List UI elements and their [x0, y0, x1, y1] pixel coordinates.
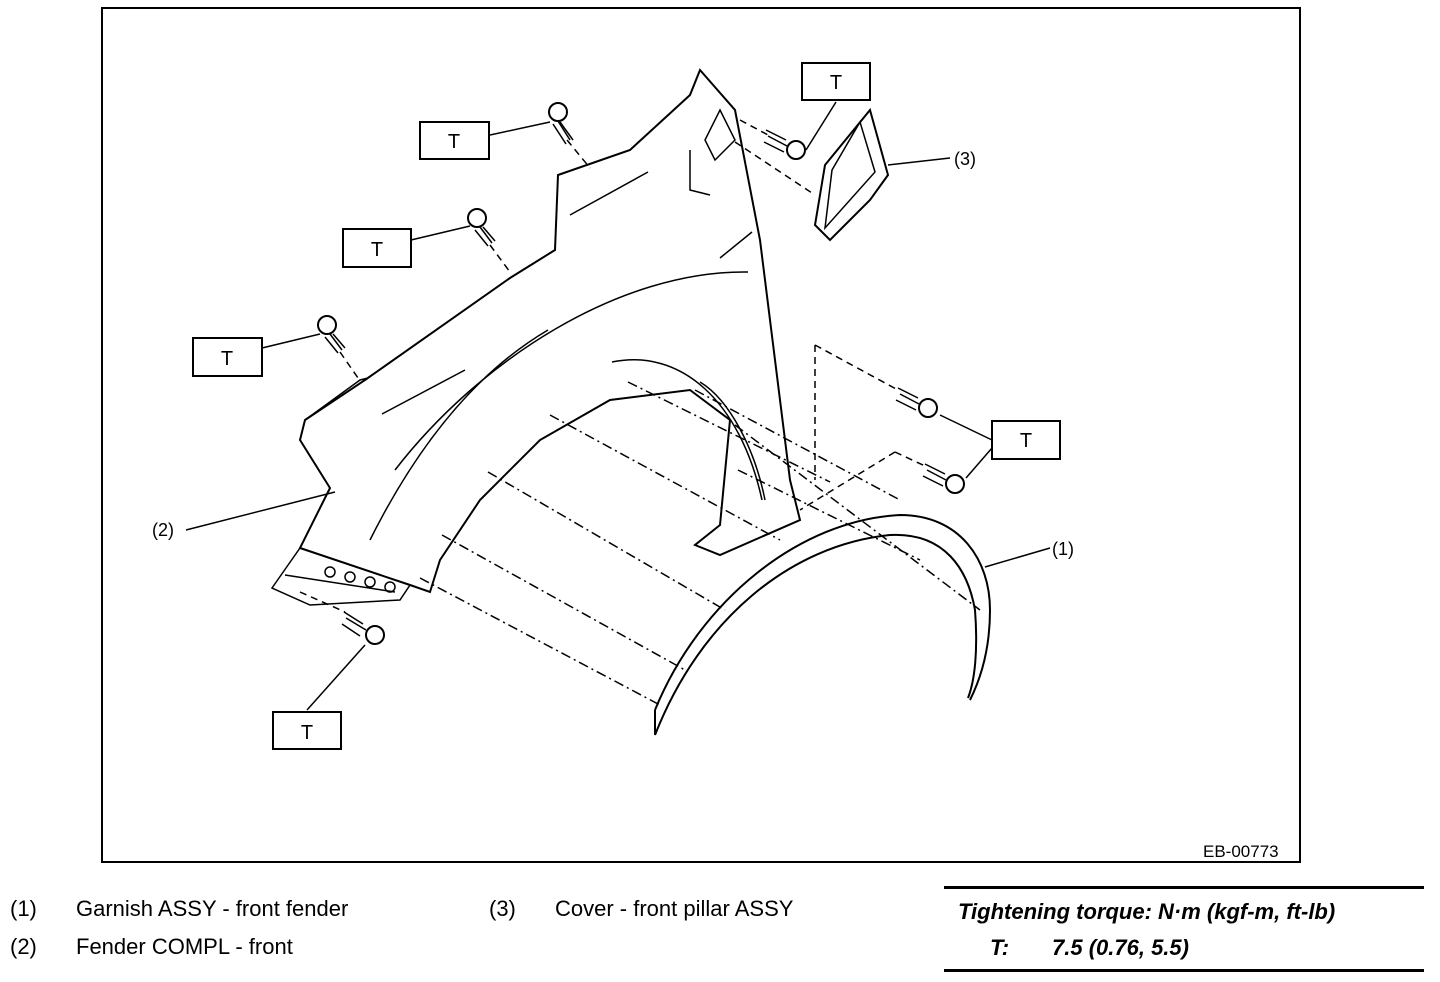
bolt-mid-fender	[467, 208, 496, 247]
bolt-wheel-lower	[922, 463, 965, 494]
callout-2: (2)	[152, 520, 174, 540]
svg-text:T: T	[830, 72, 842, 94]
torque-title: Tightening torque: N·m (kgf-m, ft-lb)	[958, 899, 1336, 924]
bolt-front-fender	[317, 315, 346, 354]
torque-symbol: T:	[990, 935, 1010, 960]
torque-value: 7.5 (0.76, 5.5)	[1052, 935, 1189, 960]
fender-garnish-part	[654, 513, 992, 736]
torque-box-pillar: T	[801, 62, 871, 101]
alignment-lines	[299, 119, 981, 706]
torque-table: Tightening torque: N·m (kgf-m, ft-lb) T:…	[944, 886, 1424, 972]
torque-box-wheel: T	[991, 420, 1061, 460]
svg-text:T: T	[1020, 430, 1032, 452]
figure-id: EB-00773	[1203, 842, 1279, 861]
leader-lines	[185, 101, 1051, 711]
svg-text:T: T	[221, 348, 233, 370]
svg-text:T: T	[301, 722, 313, 744]
bolt-bottom-fender	[341, 611, 385, 645]
callout-3: (3)	[954, 149, 976, 169]
legend-num: (2)	[10, 934, 37, 959]
svg-text:T: T	[371, 239, 383, 261]
diagram-frame	[101, 7, 1301, 863]
torque-box-bottom: T	[272, 711, 342, 750]
torque-box-left: T	[192, 337, 263, 377]
bolt-top-fender	[548, 102, 574, 145]
torque-box-middle: T	[342, 228, 412, 268]
bolt-pillar	[763, 129, 806, 160]
front-fender-part	[270, 68, 802, 606]
legend-label: Garnish ASSY - front fender	[76, 896, 349, 921]
legend-num: (3)	[489, 896, 516, 921]
bolt-wheel-upper	[895, 387, 938, 418]
legend-label: Fender COMPL - front	[76, 934, 293, 959]
legend-num: (1)	[10, 896, 37, 921]
svg-text:T: T	[448, 131, 460, 153]
legend-label: Cover - front pillar ASSY	[555, 896, 794, 921]
torque-box-top: T	[419, 121, 490, 160]
pillar-cover-part	[813, 107, 890, 242]
callout-1: (1)	[1052, 539, 1074, 559]
